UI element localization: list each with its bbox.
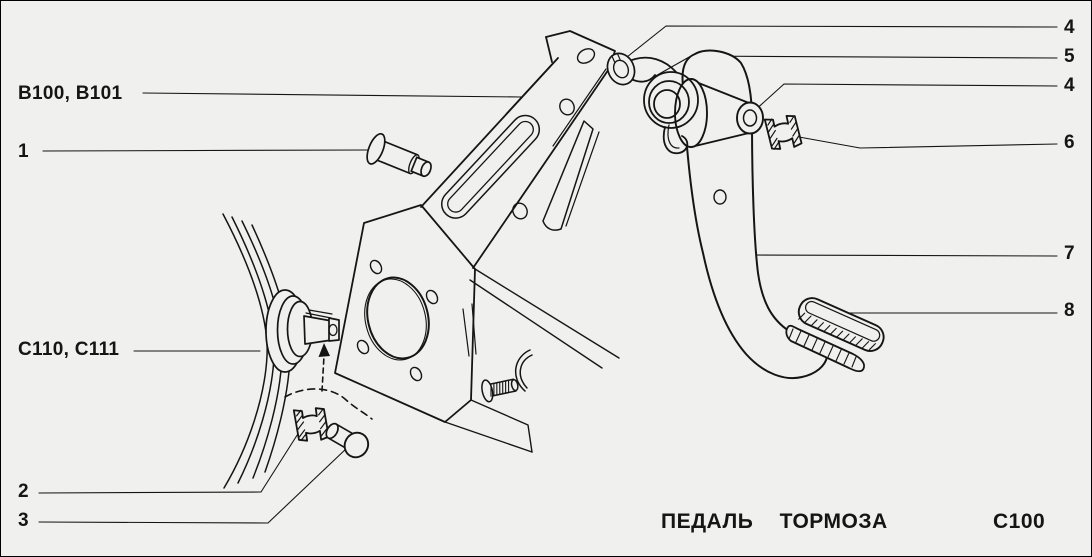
pedal-foot-plate: [786, 326, 864, 372]
pushrod-clevis: [266, 290, 339, 372]
leader-lines: [39, 26, 1057, 523]
callout-label-1: 1: [18, 141, 29, 162]
spring-bushing: [603, 49, 640, 89]
pedal-bracket: [335, 31, 619, 452]
mounting-stud: [480, 374, 520, 403]
callout-label-b100-b101: B100, B101: [18, 83, 123, 104]
install-direction-dashed-arrow: [285, 343, 372, 419]
retaining-clip-2: [294, 406, 329, 443]
callout-label-c110-c111: C110, C111: [18, 339, 120, 360]
callout-label-8: 8: [1064, 300, 1075, 321]
spring-hook-end: [516, 350, 532, 391]
pedal-pad: [795, 294, 888, 355]
diagram-title: ПЕДАЛЬ ТОРМОЗА: [661, 510, 888, 533]
callout-label-5: 5: [1064, 46, 1075, 67]
pivot-bushing: [737, 103, 763, 134]
pivot-boss: [675, 79, 749, 147]
retaining-clip-6: [765, 113, 802, 152]
clevis-pin-1: [363, 131, 436, 185]
callout-label-7: 7: [1064, 243, 1075, 264]
callout-label-4-lower: 4: [1064, 75, 1075, 96]
callout-label-6: 6: [1064, 132, 1075, 153]
pin-3: [322, 418, 373, 462]
return-spring: [628, 58, 698, 154]
callout-label-4-upper: 4: [1064, 17, 1075, 38]
diagram-code: C100: [993, 510, 1046, 533]
callout-label-3: 3: [18, 510, 29, 531]
callout-label-2: 2: [18, 481, 29, 502]
